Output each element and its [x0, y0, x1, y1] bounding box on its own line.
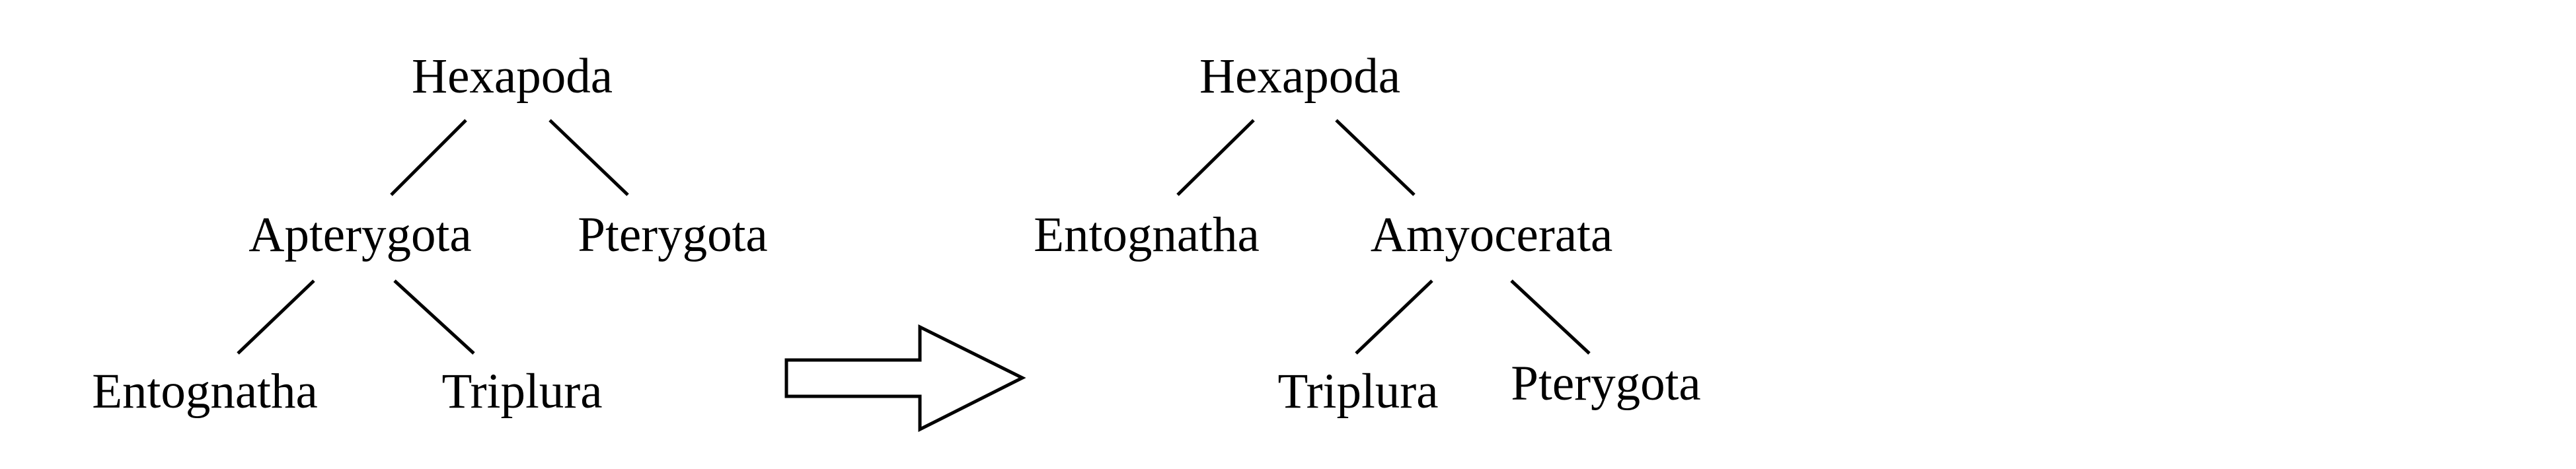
before-entognatha-label: Entognatha: [92, 364, 318, 419]
before-triplura-label: Triplura: [441, 364, 602, 419]
edge-root-pterygota: [549, 119, 629, 196]
right-arrow-icon: [784, 324, 1026, 433]
after-amyocerata-label: Amyocerata: [1371, 207, 1612, 262]
before-apterygota-label: Apterygota: [248, 207, 471, 262]
edge-root-amyocerata: [1335, 119, 1416, 196]
edge-root-entognatha: [1176, 119, 1255, 196]
edge-amyocerata-pterygota: [1510, 279, 1591, 355]
after-pterygota-label: Pterygota: [1511, 356, 1700, 411]
before-root-label: Hexapoda: [412, 49, 613, 104]
edge-root-apterygota: [390, 119, 467, 196]
edge-amyocerata-triplura: [1355, 279, 1433, 355]
after-tree: Hexapoda Entognatha Amyocerata Triplura …: [1034, 49, 1701, 419]
edge-apterygota-triplura: [393, 279, 475, 355]
after-root-label: Hexapoda: [1199, 49, 1400, 104]
before-tree: Hexapoda Apterygota Pterygota Entognatha…: [92, 49, 768, 419]
before-pterygota-label: Pterygota: [578, 207, 767, 262]
edge-apterygota-entognatha: [237, 279, 315, 355]
after-triplura-label: Triplura: [1277, 364, 1438, 419]
after-entognatha-label: Entognatha: [1034, 207, 1260, 262]
